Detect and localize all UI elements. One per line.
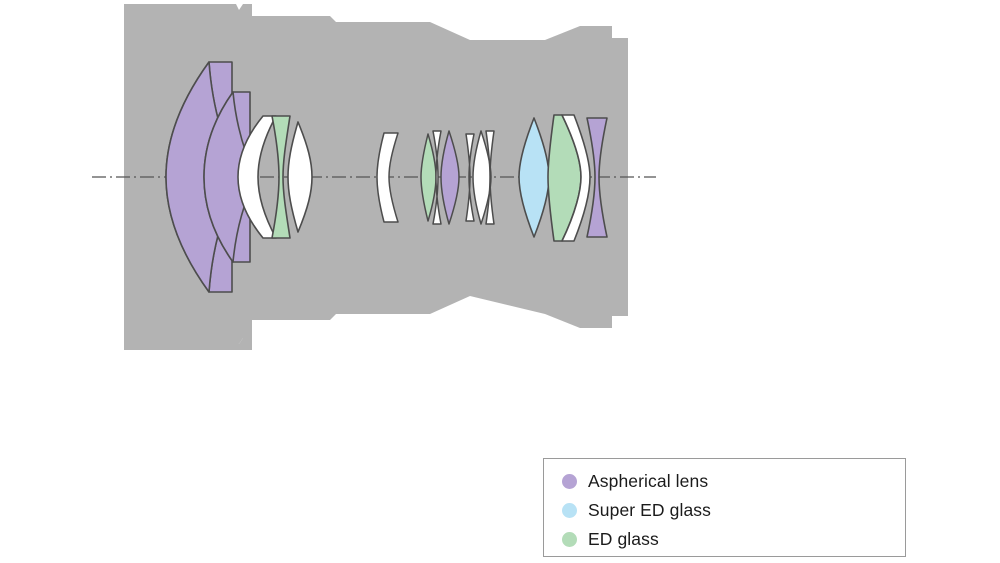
legend: Aspherical lens Super ED glass ED glass [543, 458, 906, 557]
aspherical-swatch [562, 474, 577, 489]
element-7b-meniscus [432, 130, 442, 225]
legend-item-super-ed: Super ED glass [562, 496, 905, 525]
legend-label-ed-glass: ED glass [588, 528, 659, 549]
element-13-meniscus [561, 114, 591, 242]
element-5-biconvex [287, 121, 313, 233]
element-14-aspherical-biconcave [586, 117, 608, 238]
element-4-ed-biconcave [271, 115, 291, 239]
legend-item-aspherical: Aspherical lens [562, 467, 905, 496]
legend-label-super-ed: Super ED glass [588, 499, 711, 520]
legend-label-aspherical: Aspherical lens [588, 470, 709, 491]
element-10b-meniscus [485, 130, 495, 225]
lens-barrel-lower-step [124, 330, 252, 350]
legend-item-ed-glass: ED glass [562, 525, 905, 554]
element-9-meniscus [465, 133, 475, 222]
ed-glass-swatch [562, 532, 577, 547]
element-6-meniscus [376, 132, 399, 223]
super-ed-swatch [562, 503, 577, 518]
element-7-ed-biconvex [420, 133, 437, 222]
element-8-aspherical-biconvex [440, 130, 460, 225]
